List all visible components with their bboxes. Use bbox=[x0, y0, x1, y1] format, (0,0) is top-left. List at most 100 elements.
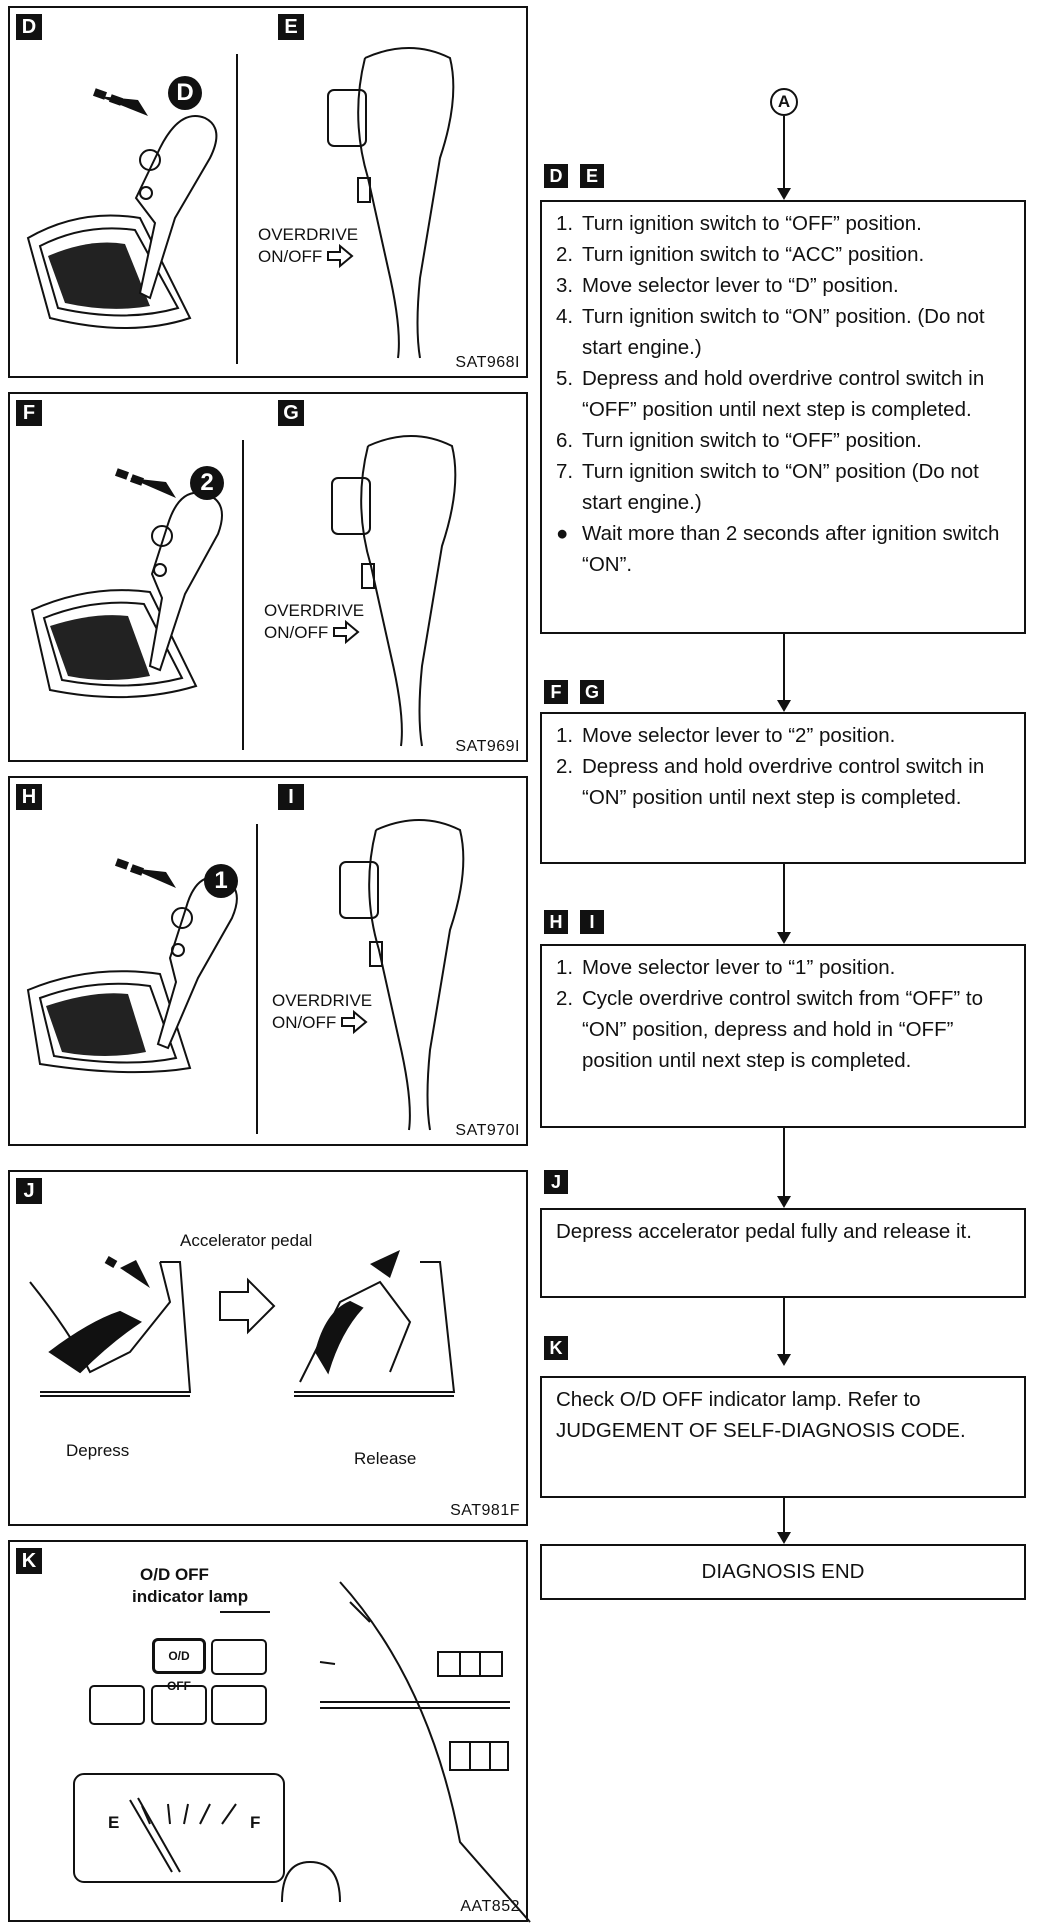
item-text: Cycle overdrive control switch from “OFF… bbox=[582, 987, 983, 1072]
step-tag-h: H bbox=[544, 910, 568, 934]
od-off-lamp-text: O/D OFF bbox=[167, 1649, 191, 1693]
gear-badge-d: D bbox=[168, 76, 202, 110]
gate-slot-dark bbox=[50, 615, 150, 680]
item-number: 3. bbox=[556, 274, 574, 297]
figure-divider bbox=[242, 440, 244, 750]
step-tag-g: G bbox=[580, 680, 604, 704]
overdrive-label-line2: ON/OFF bbox=[258, 247, 323, 266]
switch-arrow-icon bbox=[333, 619, 360, 645]
lever-handle bbox=[134, 115, 218, 300]
step-tag-j: J bbox=[544, 1170, 568, 1194]
step3-box: 1.Move selector lever to “1” position. 2… bbox=[540, 944, 1026, 1128]
bullet-icon: ● bbox=[556, 522, 569, 545]
diagnosis-end-text: DIAGNOSIS END bbox=[701, 1560, 865, 1583]
gate-slot-dark bbox=[46, 993, 146, 1056]
selector-lever-1-drawing bbox=[26, 819, 465, 1131]
step4-box: Depress accelerator pedal fully and rele… bbox=[540, 1208, 1026, 1298]
step-tag-k: K bbox=[544, 1336, 568, 1360]
connector-a: A bbox=[770, 88, 798, 116]
item-number: 1. bbox=[556, 724, 574, 747]
item-text: Depress and hold overdrive control switc… bbox=[582, 755, 985, 809]
item-text: Turn ignition switch to “ON” position (D… bbox=[582, 460, 979, 514]
figure-f-g: F G 2 OVERDRIVE ON/OFF SAT969I bbox=[8, 392, 528, 762]
step3-list: 1.Move selector lever to “1” position. 2… bbox=[556, 952, 1010, 1076]
figure-code: AAT852 bbox=[460, 1898, 520, 1915]
item-number: 2. bbox=[556, 755, 574, 778]
shift-knob-outline bbox=[331, 435, 457, 747]
item-number: 1. bbox=[556, 212, 574, 235]
connector-a-label: A bbox=[777, 92, 791, 111]
item-number: 2. bbox=[556, 243, 574, 266]
flow-arrow bbox=[777, 1128, 791, 1208]
figure-code: SAT968I bbox=[455, 354, 520, 371]
list-item: 6.Turn ignition switch to “OFF” position… bbox=[556, 425, 1010, 456]
pedal-release bbox=[294, 1261, 456, 1397]
list-item: 4.Turn ignition switch to “ON” position.… bbox=[556, 301, 1010, 363]
item-number: 5. bbox=[556, 367, 574, 390]
list-item: 2. Turn ignition switch to “ACC” position… bbox=[556, 239, 1010, 270]
step1-list: 1. Turn ignition switch to “OFF” position… bbox=[556, 208, 1010, 580]
step-tag-f: F bbox=[544, 680, 568, 704]
release-label: Release bbox=[354, 1449, 417, 1468]
item-text: Move selector lever to “D” position. bbox=[582, 274, 899, 297]
figure-tag-g: G bbox=[278, 400, 304, 426]
indicator-callout-line2: indicator lamp bbox=[132, 1587, 249, 1606]
item-text: Turn ignition switch to “ACC” position. bbox=[582, 243, 925, 266]
figure-tag-k: K bbox=[16, 1548, 42, 1574]
figure-code: SAT981F bbox=[450, 1502, 520, 1519]
push-arrow-icon bbox=[114, 468, 176, 498]
shift-knob-outline bbox=[327, 47, 455, 359]
step-tag-d: D bbox=[544, 164, 568, 188]
figure-tag-f: F bbox=[16, 400, 42, 426]
push-arrow-icon bbox=[92, 88, 148, 116]
lever-handle bbox=[156, 876, 238, 1050]
figure-divider bbox=[256, 824, 258, 1134]
list-item: 1. Turn ignition switch to “OFF” position… bbox=[556, 208, 1010, 239]
od-off-lamp: O/D OFF bbox=[152, 1638, 206, 1693]
overdrive-label-line2: ON/OFF bbox=[272, 1013, 337, 1032]
accelerator-pedal-drawing bbox=[29, 1250, 456, 1397]
transition-arrow-icon bbox=[219, 1277, 276, 1335]
item-text: Move selector lever to “1” position. bbox=[582, 956, 896, 979]
accelerator-pedal-title: Accelerator pedal bbox=[180, 1231, 313, 1250]
step-tag-i: I bbox=[580, 910, 604, 934]
instrument-cluster-drawing bbox=[73, 1581, 531, 1923]
figure-tag-j: J bbox=[16, 1178, 42, 1204]
depress-arrow-icon bbox=[104, 1256, 150, 1288]
figure-h-i: H I 1 OVERDRIVE ON/OFF SAT970I bbox=[8, 776, 528, 1146]
figure-tag-h: H bbox=[16, 784, 42, 810]
figure-j: J Accelerator pedal Depress Release SAT9… bbox=[8, 1170, 528, 1526]
release-arrow-icon bbox=[370, 1250, 400, 1278]
switch-arrow-icon bbox=[327, 243, 354, 269]
figure-tag-e: E bbox=[278, 14, 304, 40]
overdrive-label-line1: OVERDRIVE bbox=[264, 601, 365, 620]
list-item: 3. Move selector lever to “D” position. bbox=[556, 270, 1010, 301]
figure-code: SAT969I bbox=[455, 738, 520, 755]
list-item: 2. Depress and hold overdrive control swi… bbox=[556, 751, 1010, 813]
figure-k: K O/D OFF indicator lamp bbox=[8, 1540, 531, 1923]
step5-box: Check O/D OFF indicator lamp. Refer to J… bbox=[540, 1376, 1026, 1498]
item-number: 7. bbox=[556, 460, 574, 483]
step2-box: 1.Move selector lever to “2” position. 2… bbox=[540, 712, 1026, 864]
item-number: 2. bbox=[556, 987, 574, 1010]
step1-tags: D E bbox=[544, 164, 604, 188]
flow-arrow bbox=[777, 864, 791, 944]
cluster-outline bbox=[73, 1581, 531, 1923]
item-text: Turn ignition switch to “OFF” position. bbox=[582, 212, 922, 235]
list-item: ●Wait more than 2 seconds after ignition… bbox=[556, 518, 1010, 580]
overdrive-label-line2: ON/OFF bbox=[264, 623, 329, 642]
step1-box: 1. Turn ignition switch to “OFF” position… bbox=[540, 200, 1026, 634]
flow-arrow bbox=[777, 1298, 791, 1366]
step3-tags: H I bbox=[544, 910, 604, 934]
list-item: 2. Cycle overdrive control switch from “O… bbox=[556, 983, 1010, 1076]
list-item: 1.Move selector lever to “1” position. bbox=[556, 952, 1010, 983]
selector-lever-d-drawing bbox=[26, 47, 455, 359]
diagnosis-end-box: DIAGNOSIS END bbox=[540, 1544, 1026, 1600]
selector-gate bbox=[26, 214, 192, 329]
flow-arrow bbox=[777, 634, 791, 712]
step5-text: Check O/D OFF indicator lamp. Refer to J… bbox=[556, 1388, 966, 1442]
figure-tag-i: I bbox=[278, 784, 304, 810]
list-item: 7. Turn ignition switch to “ON” position … bbox=[556, 456, 1010, 518]
item-text: Turn ignition switch to “OFF” position. bbox=[582, 429, 922, 452]
flow-arrow bbox=[777, 116, 791, 200]
